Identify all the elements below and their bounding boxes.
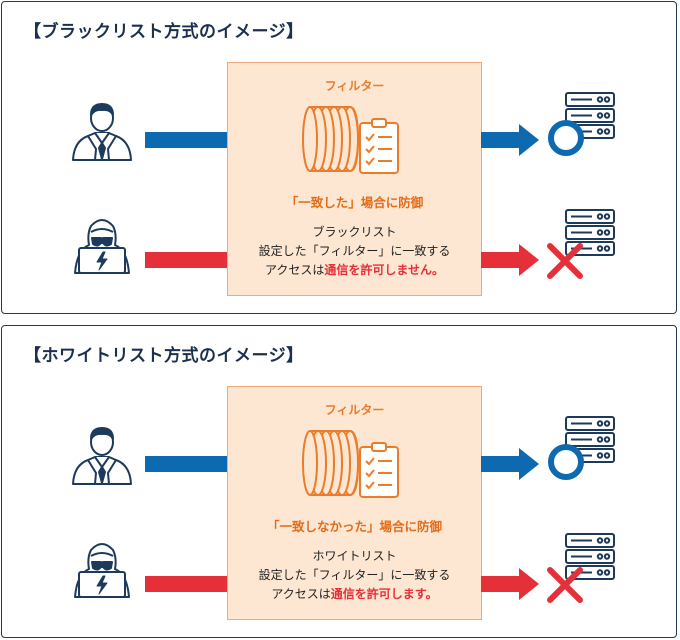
whitelist-panel: 【ホワイトリスト方式のイメージ】 フィルター 「一致しなかった」場合に防御 ホワ… bbox=[1, 325, 677, 638]
circle-ok-icon bbox=[548, 444, 584, 480]
desc-line-3-highlight: 通信を許可しません。 bbox=[324, 263, 445, 277]
filter-cylinder-icon bbox=[302, 101, 408, 183]
filter-label: フィルター bbox=[324, 79, 385, 93]
filter-description: ブラックリスト 設定した「フィルター」に一致する アクセスは通信を許可しません。 bbox=[228, 223, 481, 280]
cross-x-icon bbox=[547, 567, 583, 603]
blocked-arrow-out bbox=[481, 244, 539, 276]
businessman-icon bbox=[67, 423, 137, 485]
allowed-arrow-in bbox=[145, 132, 227, 148]
filter-box: フィルター 「一致した」場合に防御 ブラックリスト 設定した「フィルター」に一致… bbox=[227, 62, 482, 296]
allowed-arrow-in bbox=[145, 456, 227, 472]
filter-box: フィルター 「一致しなかった」場合に防御 ホワイトリスト 設定した「フィルター」… bbox=[227, 386, 482, 620]
panel-title: 【ホワイトリスト方式のイメージ】 bbox=[24, 346, 304, 366]
circle-ok-icon bbox=[548, 120, 584, 156]
filter-cylinder-icon bbox=[302, 425, 408, 507]
filter-condition: 「一致しなかった」場合に防御 bbox=[266, 519, 442, 534]
allowed-arrow-out bbox=[481, 124, 539, 156]
blocked-arrow-out bbox=[481, 568, 539, 600]
filter-condition: 「一致した」場合に防御 bbox=[285, 195, 424, 210]
businessman-icon bbox=[67, 99, 137, 161]
desc-line-1: ホワイトリスト bbox=[312, 549, 397, 563]
blocked-arrow-in bbox=[145, 252, 227, 268]
hacker-icon bbox=[67, 536, 137, 598]
hacker-icon bbox=[67, 212, 137, 274]
desc-line-3: アクセスは通信を許可します。 bbox=[228, 585, 481, 604]
filter-description: ホワイトリスト 設定した「フィルター」に一致する アクセスは通信を許可します。 bbox=[228, 547, 481, 604]
desc-line-1: ブラックリスト bbox=[312, 225, 397, 239]
desc-line-2: 設定した「フィルター」に一致する bbox=[258, 568, 451, 582]
cross-x-icon bbox=[547, 243, 583, 279]
blocked-arrow-in bbox=[145, 576, 227, 592]
desc-line-3-highlight: 通信を許可します。 bbox=[330, 587, 438, 601]
desc-line-3-prefix: アクセスは bbox=[271, 587, 331, 601]
desc-line-3: アクセスは通信を許可しません。 bbox=[228, 261, 481, 280]
blacklist-panel: 【ブラックリスト方式のイメージ】 フィルター 「一致した」場合に防御 ブラックリ… bbox=[1, 1, 677, 314]
allowed-arrow-out bbox=[481, 448, 539, 480]
desc-line-3-prefix: アクセスは bbox=[264, 263, 325, 277]
filter-label: フィルター bbox=[324, 403, 385, 417]
desc-line-2: 設定した「フィルター」に一致する bbox=[258, 244, 451, 258]
panel-title: 【ブラックリスト方式のイメージ】 bbox=[24, 22, 304, 42]
